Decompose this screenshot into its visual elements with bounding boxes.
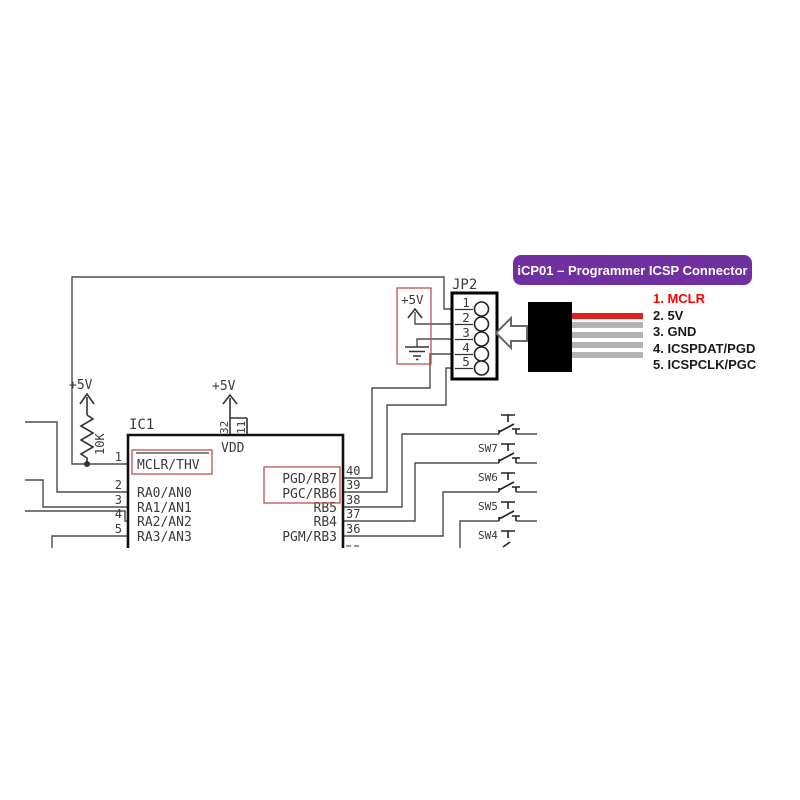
legend-item-gnd: 3. GND bbox=[653, 324, 697, 340]
icsp-connector-block bbox=[528, 302, 572, 372]
ribbon-wire-pgd bbox=[572, 342, 643, 348]
jp2-pad-3 bbox=[473, 331, 490, 347]
ic-pin-num: 38 bbox=[346, 493, 360, 507]
ic-pin-name: RB4 bbox=[314, 515, 338, 530]
wire-rb5-switch bbox=[343, 433, 499, 508]
vdd-pin32-label: 32 bbox=[218, 421, 231, 434]
ic-pin-name: PGM/RB3 bbox=[282, 530, 337, 545]
switch-label-sw5: SW5 bbox=[478, 500, 498, 513]
legend-item-pgc: 5. ICSPCLK/PGC bbox=[653, 357, 757, 373]
legend-item-mclr: 1. MCLR bbox=[653, 291, 705, 306]
wire-ra2-feeder bbox=[25, 510, 128, 522]
switch-symbols bbox=[498, 414, 520, 548]
wire-rb3-sw6 bbox=[343, 491, 499, 537]
wire-jp2-gnd bbox=[416, 338, 452, 347]
wire-ra0-feeder bbox=[25, 421, 128, 493]
pointer-arrow-icon bbox=[494, 315, 528, 351]
pin-legend: 1. MCLR 2. 5V 3. GND 4. ICSPDAT/PGD 5. I… bbox=[653, 291, 756, 374]
wire-switch-right bbox=[516, 433, 537, 522]
ribbon-wire-pgc bbox=[572, 352, 643, 358]
ribbon-wire-mclr bbox=[572, 313, 643, 319]
ic-pin-name-mclr: MCLR/THV bbox=[137, 458, 200, 473]
jp2-pin-num: 4 bbox=[462, 340, 470, 355]
ic-pin-name-pgd: PGD/RB7 bbox=[282, 472, 337, 487]
ic-pin-num: 2 bbox=[115, 478, 122, 492]
banner-title: iCP01 – Programmer ICSP Connector bbox=[513, 255, 752, 285]
resistor-zigzag-icon bbox=[79, 414, 95, 464]
jp2-power-symbols bbox=[405, 307, 429, 361]
ic-pin-name: RA0/AN0 bbox=[137, 486, 192, 501]
wire-sw5-feeder bbox=[459, 520, 499, 548]
ic-pin-name-pgc: PGC/RB6 bbox=[282, 487, 337, 502]
ribbon-wire-gnd bbox=[572, 332, 643, 338]
ic-ref-label: IC1 bbox=[129, 417, 154, 433]
ic-pin-num: 37 bbox=[346, 507, 360, 521]
switch-icon-sw6 bbox=[498, 472, 520, 492]
wire-pgc bbox=[343, 367, 452, 493]
plus5v-arrow-icon bbox=[407, 307, 423, 319]
switch-label-sw7: SW7 bbox=[478, 442, 498, 455]
switch-label-sw4: SW4 bbox=[478, 529, 498, 542]
ic-pin-num: 1 bbox=[115, 450, 122, 464]
ic-body bbox=[126, 433, 345, 548]
junction-dot bbox=[84, 461, 90, 467]
ic-vdd-label: VDD bbox=[221, 441, 245, 456]
wire-rb4-sw7 bbox=[343, 462, 499, 522]
annotation-box-jp2-power bbox=[396, 287, 432, 365]
vdd-5v-label: +5V bbox=[212, 379, 236, 394]
switch-icon-sw4 bbox=[501, 530, 515, 548]
switch-label-sw6: SW6 bbox=[478, 471, 498, 484]
ic-pin-num: 36 bbox=[346, 522, 360, 536]
jp2-5v-label: +5V bbox=[401, 292, 424, 307]
switch-icon-sw5 bbox=[498, 501, 520, 521]
jp2-pad-1 bbox=[473, 301, 490, 317]
vdd-supply-group bbox=[222, 393, 248, 435]
jp2-pin-num: 2 bbox=[462, 310, 470, 325]
ic-pin-num: 5 bbox=[115, 522, 122, 536]
wire-mclr-net bbox=[71, 276, 452, 465]
ic-pin-name: RA3/AN3 bbox=[137, 530, 192, 545]
jp2-pin-num: 1 bbox=[462, 295, 470, 310]
annotation-box-pgd-pgc bbox=[263, 466, 341, 504]
legend-item-pgd: 4. ICSPDAT/PGD bbox=[653, 340, 756, 356]
pullup-resistor-group bbox=[79, 392, 95, 464]
pullup-5v-label: +5V bbox=[69, 378, 93, 393]
jp2-pin-lines bbox=[455, 308, 473, 370]
ic-pin-num: 3 bbox=[115, 493, 122, 507]
ic-pin-name: RA1/AN1 bbox=[137, 501, 192, 516]
jp2-pads bbox=[473, 301, 490, 376]
jp2-label: JP2 bbox=[452, 277, 477, 293]
wire-ra3-feeder bbox=[51, 535, 128, 548]
gnd-icon bbox=[405, 346, 429, 361]
jp2-pad-5 bbox=[473, 360, 490, 376]
legend-item-5v: 2. 5V bbox=[653, 307, 684, 323]
plus5v-arrow-icon bbox=[79, 392, 95, 405]
jp2-pin-num: 3 bbox=[462, 325, 470, 340]
jp2-pin-num: 5 bbox=[462, 354, 470, 369]
jp2-pad-4 bbox=[473, 346, 490, 362]
wires bbox=[25, 276, 537, 548]
plus5v-arrow-icon bbox=[222, 393, 238, 405]
wire-ra1-feeder bbox=[25, 479, 128, 508]
ribbon-wire-5v bbox=[572, 322, 643, 328]
jp2-body bbox=[450, 291, 499, 381]
wire-pgd bbox=[343, 353, 452, 479]
ic-pin-num: 4 bbox=[115, 507, 122, 521]
ic-pin-name: RB5 bbox=[314, 501, 337, 516]
ic-pin-name: RA2/AN2 bbox=[137, 515, 192, 530]
switch-icon-sw7 bbox=[498, 443, 520, 463]
ic-pin-num: 39 bbox=[346, 478, 360, 492]
jp2-pad-2 bbox=[473, 316, 490, 332]
wire-jp2-5v bbox=[414, 312, 452, 325]
switch-icon bbox=[498, 414, 520, 434]
ic-pin-num: 40 bbox=[346, 464, 360, 478]
vdd-pin11-label: 11 bbox=[235, 421, 248, 434]
resistor-value-label: 10K bbox=[93, 433, 107, 455]
annotation-box-mclr bbox=[131, 449, 213, 475]
